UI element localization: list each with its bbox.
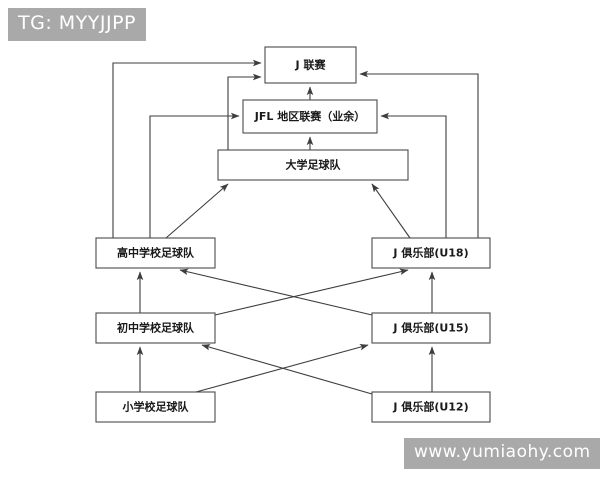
node-label-j-club-u15: J 俱乐部(U15) bbox=[392, 321, 468, 335]
node-j-club-u18[interactable]: J 俱乐部(U18) bbox=[371, 237, 491, 269]
node-box-j-club-u18 bbox=[371, 237, 491, 269]
edge-high-school-to-jfl bbox=[149, 112, 240, 238]
edge-university-to-j-league bbox=[227, 73, 262, 150]
edge-high-school-to-university bbox=[165, 183, 229, 239]
node-j-league[interactable]: J 联赛 bbox=[264, 46, 357, 84]
node-box-elementary bbox=[95, 391, 216, 423]
node-junior-high[interactable]: 初中学校足球队 bbox=[95, 312, 216, 344]
node-box-j-club-u12 bbox=[371, 391, 491, 423]
node-label-j-club-u12: J 俱乐部(U12) bbox=[392, 400, 468, 414]
edges-layer bbox=[112, 59, 479, 395]
node-box-university bbox=[217, 149, 409, 181]
node-box-junior-high bbox=[95, 312, 216, 344]
node-label-junior-high: 初中学校足球队 bbox=[117, 321, 195, 335]
edge-u18-to-university bbox=[371, 183, 411, 239]
node-jfl[interactable]: JFL 地区联赛（业余） bbox=[242, 99, 378, 134]
node-label-jfl: JFL 地区联赛（业余） bbox=[254, 109, 365, 123]
node-label-elementary: 小学校足球队 bbox=[122, 400, 190, 414]
nodes-layer: J 联赛 JFL 地区联赛（业余） 大学足球队高中学校足球队初中学校足球队小学校足球… bbox=[95, 46, 491, 423]
node-university[interactable]: 大学足球队 bbox=[217, 149, 409, 181]
edge-u12-to-junior-high bbox=[201, 344, 373, 395]
node-j-club-u12[interactable]: J 俱乐部(U12) bbox=[371, 391, 491, 423]
node-box-jfl bbox=[242, 99, 378, 134]
node-label-university: 大学足球队 bbox=[286, 158, 342, 172]
watermark-top-left: TG: MYYJJPP bbox=[8, 8, 146, 41]
node-box-j-club-u15 bbox=[371, 312, 491, 344]
edge-elementary-to-u15 bbox=[195, 343, 369, 393]
node-label-j-club-u18: J 俱乐部(U18) bbox=[392, 246, 468, 260]
node-label-high-school: 高中学校足球队 bbox=[117, 246, 195, 260]
edge-u18-to-jfl bbox=[380, 112, 447, 238]
node-j-club-u15[interactable]: J 俱乐部(U15) bbox=[371, 312, 491, 344]
edge-u15-to-high-school bbox=[179, 268, 373, 316]
node-elementary[interactable]: 小学校足球队 bbox=[95, 391, 216, 423]
node-box-high-school bbox=[95, 237, 216, 269]
edge-junior-high-to-u18 bbox=[214, 268, 409, 316]
edge-u18-to-j-league bbox=[359, 70, 479, 238]
node-box-j-league bbox=[264, 46, 357, 84]
node-label-j-league: J 联赛 bbox=[295, 58, 327, 72]
watermark-bottom-right: www.yumiaohy.com bbox=[404, 438, 600, 469]
node-high-school[interactable]: 高中学校足球队 bbox=[95, 237, 216, 269]
edge-high-school-to-j-league bbox=[112, 59, 262, 238]
